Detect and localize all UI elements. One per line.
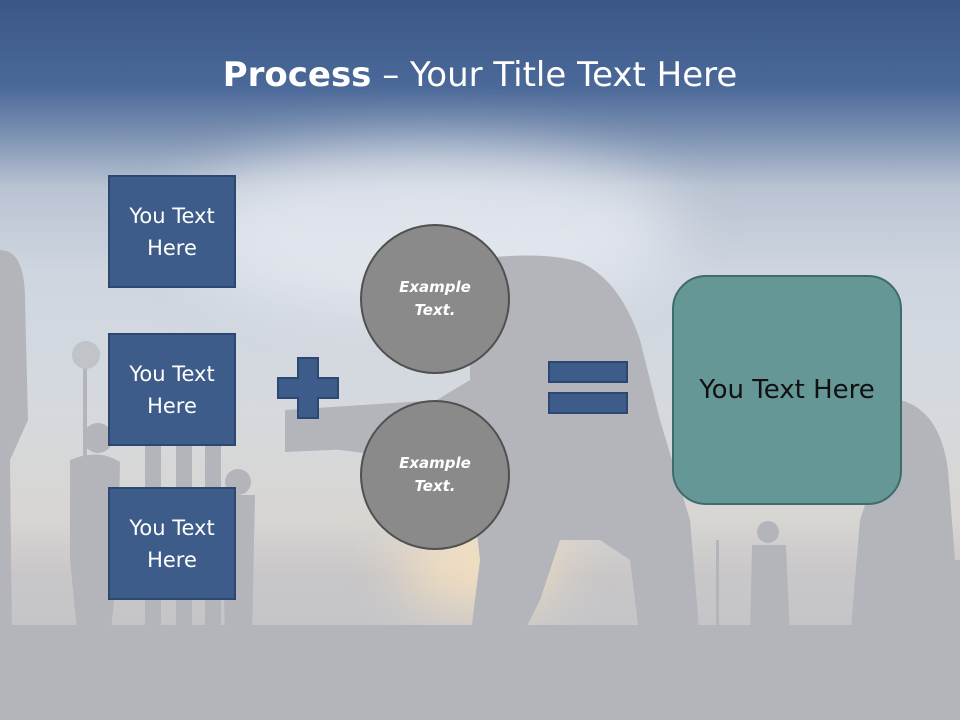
title-rest: – Your Title Text Here [371,55,738,95]
example-circle-1-text: Example Text. [399,278,471,319]
example-circle-2-text: Example Text. [399,454,471,495]
equals-icon [548,361,628,414]
left-box-2-text: You Text Here [129,361,215,418]
left-box-3-text: You Text Here [129,515,215,572]
plus-icon [277,357,339,419]
title-bold: Process [222,55,372,95]
left-box-1-text: You Text Here [129,203,215,260]
page-title: Process – Your Title Text Here [0,52,960,98]
example-circle-2[interactable]: Example Text. [360,400,510,550]
left-box-2[interactable]: You Text Here [108,333,236,446]
result-box-text: You Text Here [699,375,875,405]
example-circle-1[interactable]: Example Text. [360,224,510,374]
left-box-3[interactable]: You Text Here [108,487,236,600]
left-box-1[interactable]: You Text Here [108,175,236,288]
result-box[interactable]: You Text Here [672,275,902,505]
